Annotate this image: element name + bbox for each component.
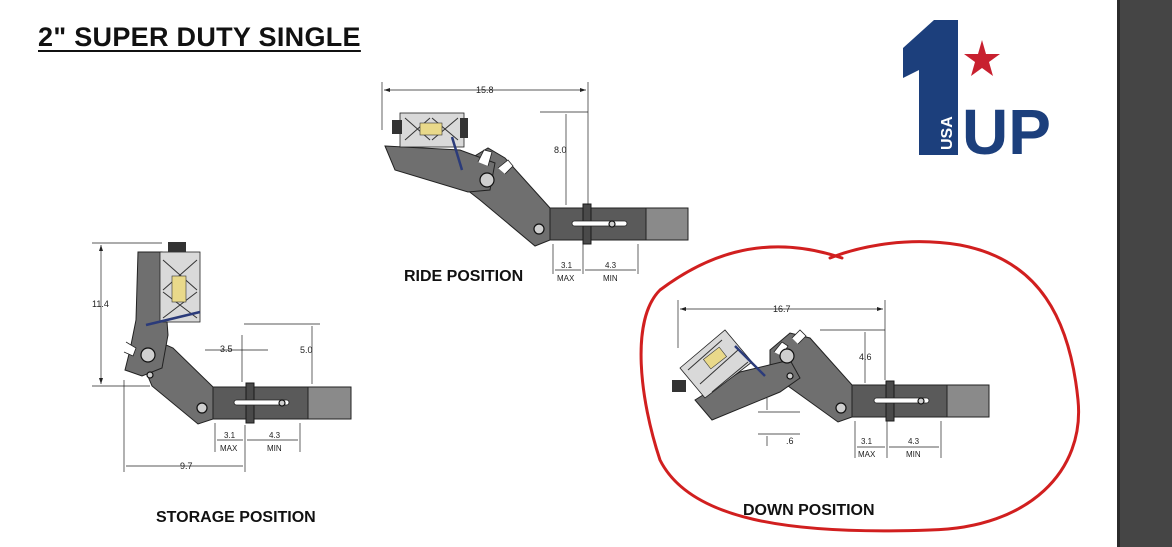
ride-min-value: 4.3 [605,261,617,270]
down-position-label: DOWN POSITION [743,502,875,519]
down-bike-holder [672,329,766,399]
down-position-drawing: 16.7 4.6 .6 3.1 MAX 4.3 MIN [672,300,990,459]
ride-width-dim: 15.8 [476,85,494,95]
storage-bike-holder [145,242,201,327]
storage-min-value: 4.3 [269,431,281,440]
ride-max-value: 3.1 [561,261,573,270]
storage-width-dim: 9.7 [180,461,193,471]
down-max-label: MAX [858,450,876,459]
logo-up-text: UP [962,96,1051,168]
down-max-value: 3.1 [861,437,873,446]
storage-position-drawing: 11.4 3.5 5.0 9.7 3.1 MAX 4.3 MIN [92,242,352,472]
ride-pin-slot [571,220,628,227]
page-title: 2" SUPER DUTY SINGLE [38,22,361,52]
down-min-label: MIN [906,450,921,459]
logo-star-icon [964,40,1000,76]
panel-divider [1117,0,1120,547]
storage-offset-x: 3.5 [220,344,233,354]
ride-position-drawing: 15.8 8.0 3.1 MAX 4.3 MIN [381,82,689,283]
storage-receiver-tube [212,386,309,420]
storage-receiver-end [307,386,352,420]
storage-max-value: 3.1 [224,431,236,440]
ride-max-label: MAX [557,274,575,283]
down-min-value: 4.3 [908,437,920,446]
viewer-side-panel [1117,0,1172,547]
ride-receiver-end [645,207,689,241]
storage-max-label: MAX [220,444,238,453]
logo-usa-text: USA [939,116,956,150]
ride-position-label: RIDE POSITION [404,268,524,285]
ride-cradle [384,145,496,193]
down-cradle [694,359,801,421]
storage-offset-y: 5.0 [300,345,313,355]
ride-bike-holder [392,112,468,171]
highlight-circle [639,240,1081,533]
down-height-dim: 4.6 [859,352,872,362]
down-receiver-end [946,384,990,418]
down-width-dim: 16.7 [773,304,791,314]
storage-height-dim: 11.4 [92,299,109,309]
storage-position-label: STORAGE POSITION [156,509,316,526]
logo-one-shape [903,20,958,155]
storage-min-label: MIN [267,444,282,453]
ride-min-label: MIN [603,274,618,283]
brand-logo: USA UP [903,20,1051,168]
ride-height-dim: 8.0 [554,145,567,155]
down-drop-dim: .6 [786,436,794,446]
